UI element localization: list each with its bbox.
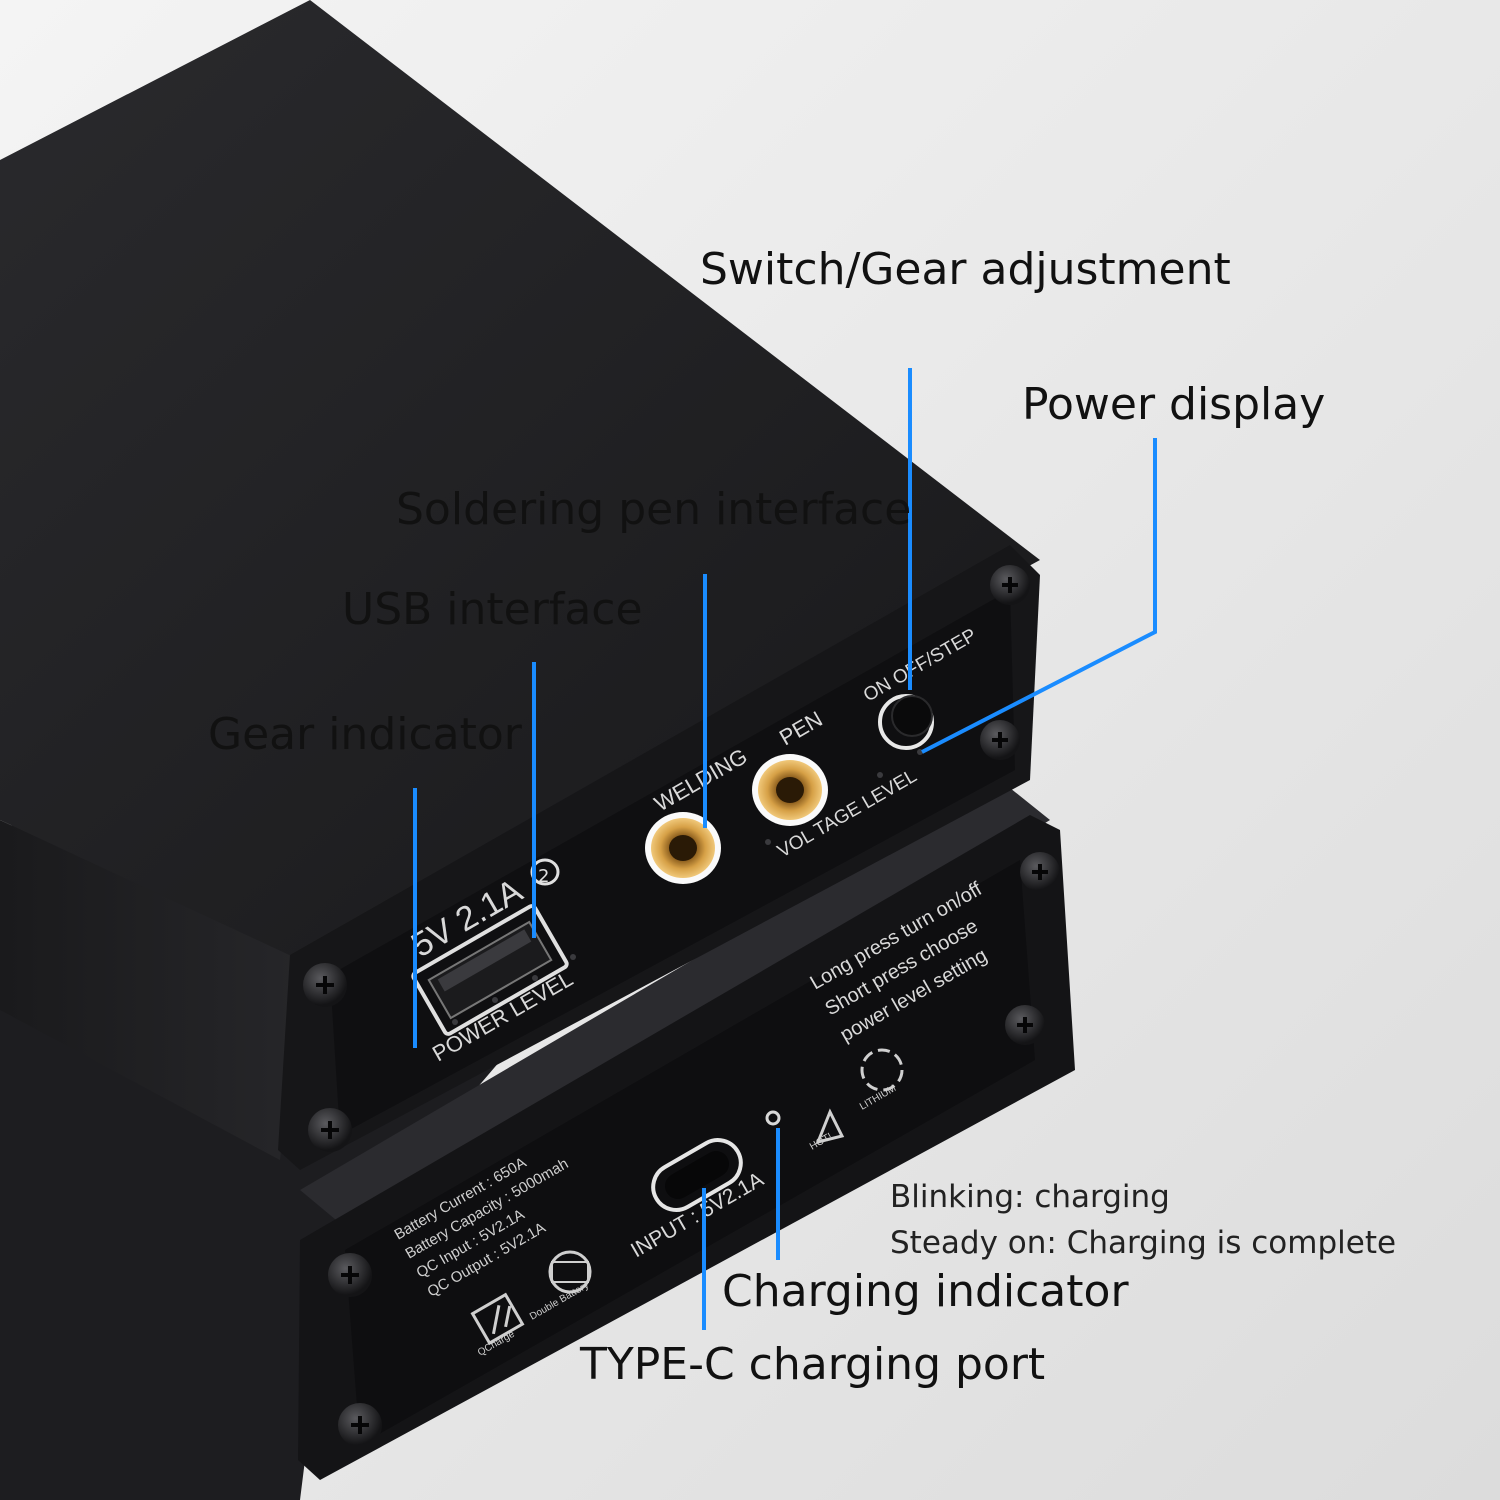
callout-switch-gear: Switch/Gear adjustment bbox=[700, 244, 1231, 295]
callout-power-display: Power display bbox=[1022, 379, 1326, 430]
callout-gear-indicator: Gear indicator bbox=[208, 709, 522, 760]
welding-connector bbox=[645, 812, 721, 884]
usb-port bbox=[411, 904, 569, 1036]
callout-typec-port: TYPE-C charging port bbox=[580, 1339, 1046, 1390]
note-steady: Steady on: Charging is complete bbox=[890, 1225, 1397, 1261]
callout-line-power-display bbox=[921, 438, 1157, 754]
svg-text:2: 2 bbox=[538, 866, 549, 887]
recycle-lithium-icon bbox=[860, 1048, 904, 1092]
charging-indicator-led bbox=[765, 1110, 781, 1126]
pen-connector bbox=[752, 754, 828, 826]
callout-soldering-pen: Soldering pen interface bbox=[396, 484, 912, 535]
screws bbox=[303, 565, 1060, 1447]
qcharge-icon bbox=[470, 1292, 525, 1346]
callout-charging-indicator: Charging indicator bbox=[722, 1266, 1129, 1317]
power-button-icon bbox=[878, 694, 934, 750]
lower-device-top-edge bbox=[300, 780, 1050, 1240]
double-battery-icon bbox=[548, 1250, 592, 1294]
typec-port bbox=[651, 1138, 743, 1212]
callout-lines bbox=[413, 368, 1157, 1330]
upper-device-top bbox=[0, 0, 1040, 960]
upper-device-side bbox=[0, 820, 300, 1160]
voltage-level-leds bbox=[765, 772, 883, 845]
gear-indicator-leds bbox=[452, 954, 576, 1025]
hot-warning-icon bbox=[815, 1108, 845, 1145]
note-blinking: Blinking: charging bbox=[890, 1179, 1170, 1215]
callout-usb-interface: USB interface bbox=[342, 584, 643, 635]
